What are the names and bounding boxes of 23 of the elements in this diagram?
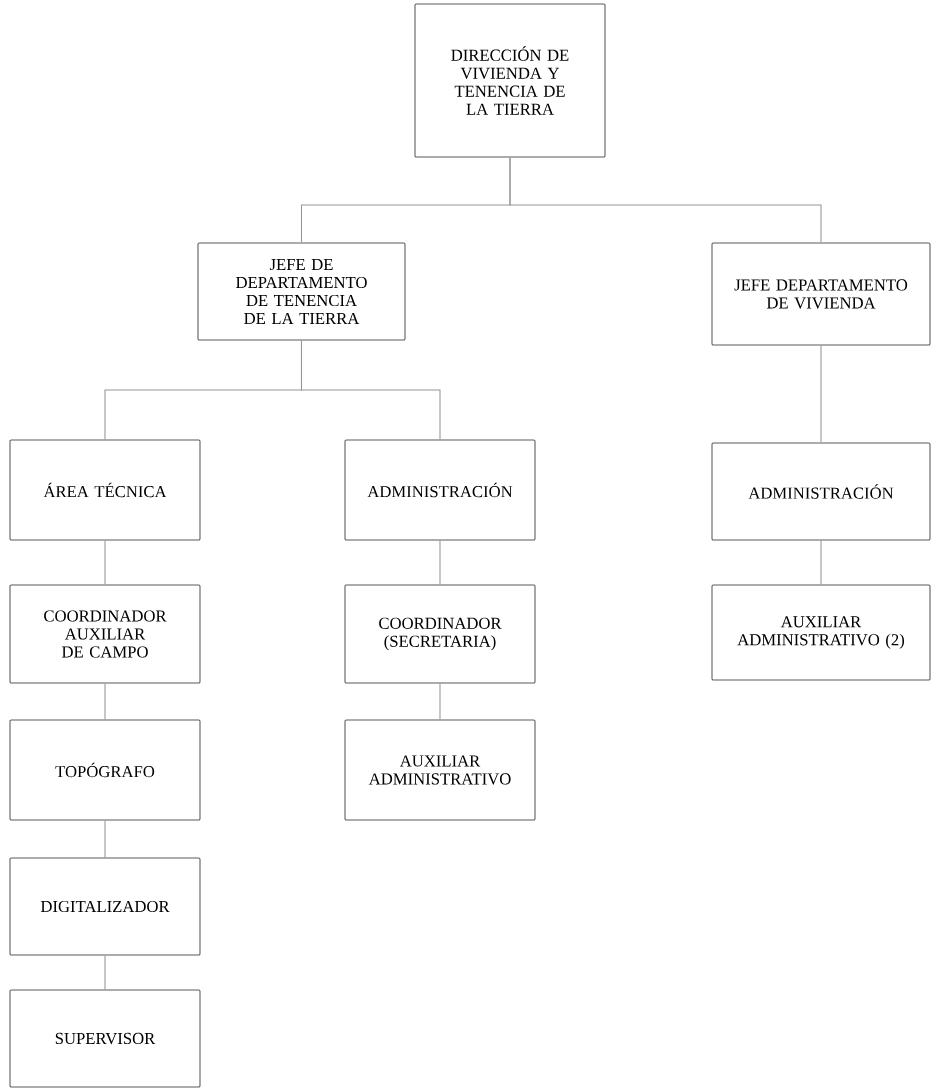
connector-line — [509, 157, 822, 243]
org-box: SUPERVISOR — [9, 989, 201, 1088]
org-box: COORDINADOR (SECRETARIA) — [344, 584, 536, 684]
connector-line — [439, 683, 441, 720]
connector-line — [104, 683, 106, 720]
org-box: AUXILIAR ADMINISTRATIVO — [344, 719, 536, 821]
connector-line — [820, 345, 822, 443]
org-box: AUXILIAR ADMINISTRATIVO (2) — [711, 584, 931, 681]
connector-line — [300, 340, 441, 440]
org-box: COORDINADOR AUXILIAR DE CAMPO — [9, 584, 201, 684]
org-box: DIRECCIÓN DE VIVIENDA Y TENENCIA DE LA TIERRA — [414, 3, 606, 158]
connector-line — [104, 540, 106, 585]
connector-line — [439, 540, 441, 585]
org-box: DIGITALIZADOR — [9, 857, 201, 956]
org-box: TOPÓGRAFO — [9, 719, 201, 821]
org-box: ADMINISTRACIÓN — [344, 439, 536, 541]
org-box: ÁREA TÉCNICA — [9, 439, 201, 541]
connector-line — [104, 820, 106, 858]
org-box: ADMINISTRACIÓN — [711, 442, 931, 541]
org-box: JEFE DEPARTAMENTO DE VIVIENDA — [711, 242, 931, 346]
connector-line — [820, 540, 822, 585]
connector-line — [104, 955, 106, 990]
org-box: JEFE DE DEPARTAMENTO DE TENENCIA DE LA TIERRA — [197, 242, 406, 341]
